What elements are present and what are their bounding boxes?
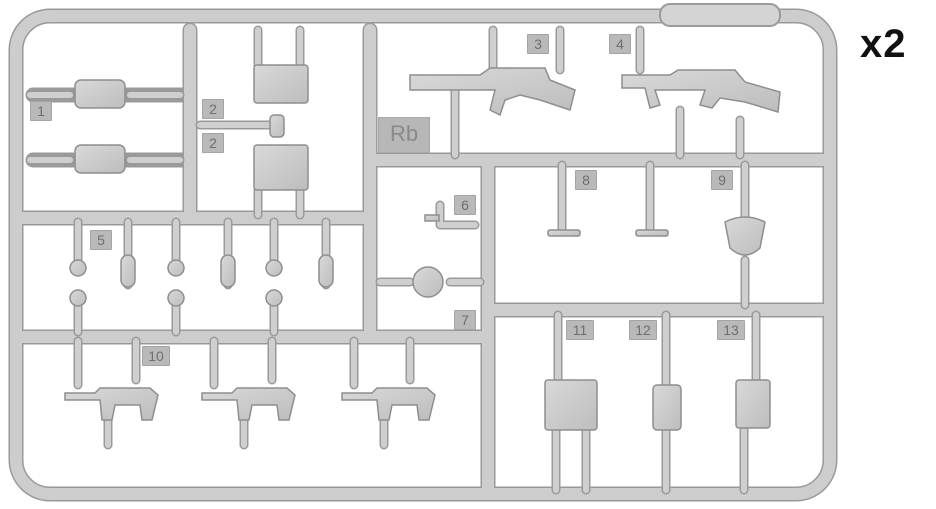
part-number-tag: 12	[629, 320, 657, 340]
part-number-tag: 8	[575, 170, 597, 190]
part-number-tag: 10	[142, 346, 170, 366]
part-number-tag: 5	[90, 230, 112, 250]
part-number-tag: 7	[454, 310, 476, 330]
part-number-tag: 2	[202, 133, 224, 153]
part-number-tag: 9	[711, 170, 733, 190]
part-number-tag: 11	[566, 320, 594, 340]
part-number-tag: 2	[202, 99, 224, 119]
multiplier-label: x2	[860, 22, 907, 66]
part-number-tag: 6	[454, 195, 476, 215]
sprue-letter-badge: Rb	[378, 117, 430, 153]
part-number-tag: 13	[717, 320, 745, 340]
part-number-tag: 1	[30, 101, 52, 121]
part-number-tag: 3	[527, 34, 549, 54]
part-number-tag: 4	[609, 34, 631, 54]
sprue-letter: Rb	[389, 121, 419, 146]
